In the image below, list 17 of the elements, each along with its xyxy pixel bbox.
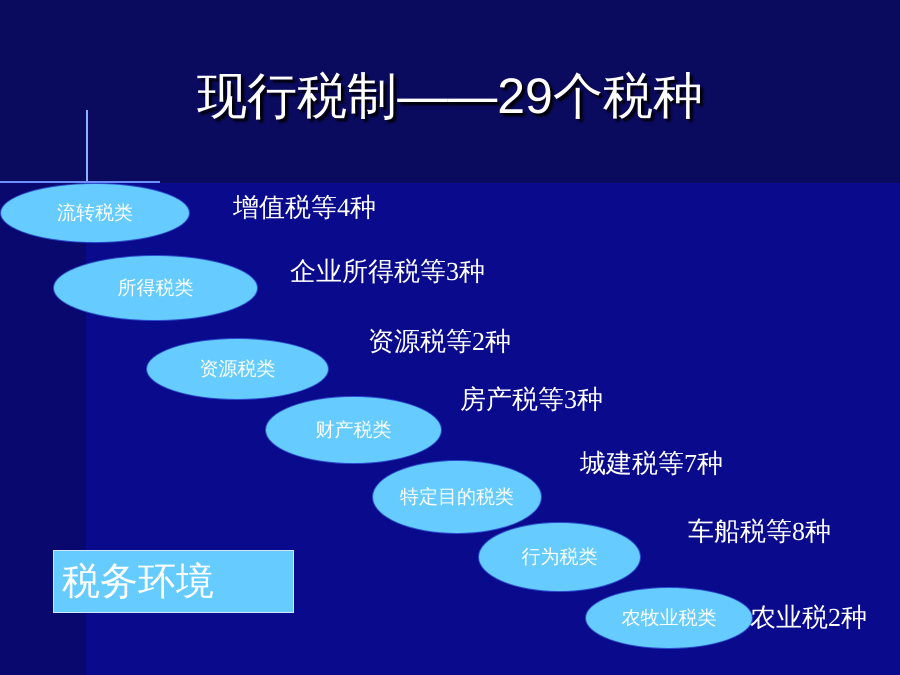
category-label: 农牧业税类: [622, 606, 716, 631]
category-label: 流转税类: [57, 200, 133, 226]
category-label: 特定目的税类: [400, 484, 514, 510]
category-label: 资源税类: [200, 356, 276, 382]
label-box: [53, 550, 294, 613]
tax-count-text: 城建税等7种: [580, 448, 723, 480]
tax-count-text: 农业税2种: [750, 602, 867, 634]
tax-count-text: 车船税等8种: [688, 516, 831, 548]
tax-count-text: 企业所得税等3种: [290, 256, 485, 288]
tax-count-text: 资源税等2种: [368, 326, 511, 358]
tax-count-text: 增值税等4种: [233, 192, 376, 224]
title: 现行税制——29个税种: [196, 67, 704, 126]
category-label: 财产税类: [316, 418, 392, 443]
category-label: 税务环境: [62, 558, 214, 605]
category-label: 所得税类: [118, 276, 194, 301]
tax-count-text: 房产税等3种: [460, 384, 603, 416]
category-label: 行为税类: [522, 544, 598, 570]
